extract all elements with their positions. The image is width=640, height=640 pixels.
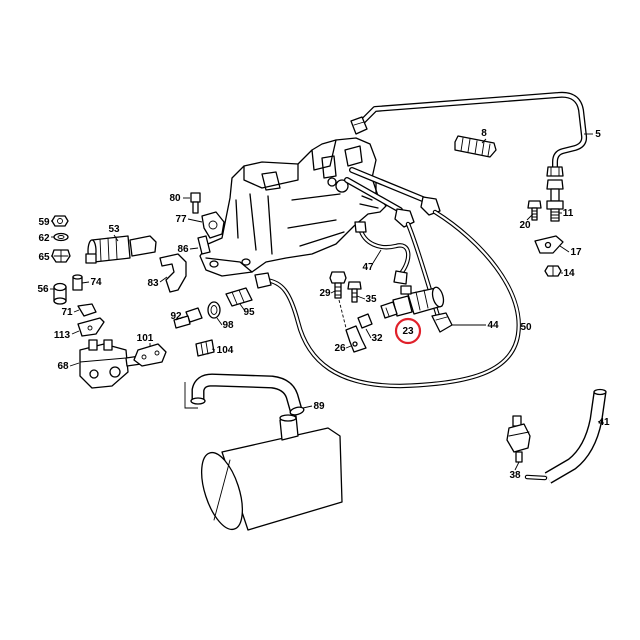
part-17-bracket bbox=[534, 235, 564, 254]
part-95-fitting bbox=[225, 287, 253, 307]
part-65-grommet bbox=[51, 249, 71, 263]
callout-83[interactable]: 83 bbox=[147, 278, 159, 289]
callout-68[interactable]: 68 bbox=[57, 361, 69, 372]
part-101-gasket bbox=[133, 343, 167, 367]
callout-59[interactable]: 59 bbox=[38, 217, 50, 228]
callout-80[interactable]: 80 bbox=[169, 193, 181, 204]
callout-8[interactable]: 8 bbox=[481, 128, 487, 139]
callout-26[interactable]: 26 bbox=[334, 343, 346, 354]
callout-20[interactable]: 20 bbox=[519, 220, 531, 231]
callout-56[interactable]: 56 bbox=[37, 284, 49, 295]
part-98-ring bbox=[207, 301, 221, 319]
callout-labels: 8 5 80 77 59 53 62 86 65 83 56 74 71 113… bbox=[37, 128, 610, 481]
part-113-bracket bbox=[77, 317, 105, 337]
part-86-tube bbox=[197, 235, 211, 255]
part-59-nut bbox=[51, 215, 69, 227]
callout-44[interactable]: 44 bbox=[487, 320, 499, 331]
part-47-hose bbox=[354, 221, 411, 285]
manifold-housing bbox=[199, 137, 387, 277]
part-41-hose bbox=[544, 388, 607, 484]
callout-113[interactable]: 113 bbox=[54, 330, 71, 341]
callout-104[interactable]: 104 bbox=[217, 345, 234, 356]
callout-41[interactable]: 41 bbox=[598, 417, 610, 428]
part-92-fitting bbox=[173, 307, 203, 329]
assembly-guide-line bbox=[338, 299, 347, 329]
part-26-bracket bbox=[345, 325, 367, 353]
part-74-sleeve bbox=[72, 274, 83, 291]
part-71-clip bbox=[77, 303, 97, 317]
callout-29[interactable]: 29 bbox=[319, 288, 331, 299]
part-20-bolt bbox=[527, 200, 542, 221]
callout-71[interactable]: 71 bbox=[61, 307, 73, 318]
air-cleaner-housing bbox=[200, 414, 343, 531]
callout-50[interactable]: 50 bbox=[520, 322, 532, 333]
callout-53[interactable]: 53 bbox=[108, 224, 120, 235]
callout-38[interactable]: 38 bbox=[509, 470, 521, 481]
callout-17[interactable]: 17 bbox=[570, 247, 582, 258]
part-77-fitting bbox=[201, 211, 225, 239]
assembly-guide-line bbox=[184, 382, 198, 409]
selected-callout-highlight-ring bbox=[394, 317, 422, 345]
callout-35[interactable]: 35 bbox=[365, 294, 377, 305]
part-62-washer bbox=[53, 232, 69, 242]
callout-74[interactable]: 74 bbox=[90, 277, 102, 288]
callout-95[interactable]: 95 bbox=[243, 307, 255, 318]
callout-77[interactable]: 77 bbox=[175, 214, 187, 225]
part-104-fitting bbox=[195, 339, 215, 357]
part-89-hose bbox=[190, 373, 305, 416]
callout-23[interactable]: 23 bbox=[402, 326, 414, 337]
leader-lines bbox=[50, 133, 603, 471]
part-68-valve-block bbox=[79, 339, 142, 389]
part-38-valve bbox=[506, 415, 548, 481]
callout-92[interactable]: 92 bbox=[170, 311, 182, 322]
callout-65[interactable]: 65 bbox=[38, 252, 50, 263]
part-8-connector bbox=[454, 135, 497, 158]
callout-89[interactable]: 89 bbox=[313, 401, 325, 412]
callout-86[interactable]: 86 bbox=[177, 244, 189, 255]
part-35-bolt bbox=[347, 281, 362, 303]
part-14-nut bbox=[544, 265, 562, 277]
part-23-regulator bbox=[380, 285, 445, 319]
callout-11[interactable]: 11 bbox=[563, 208, 574, 219]
part-29-bolt bbox=[329, 271, 347, 299]
part-32-clip bbox=[357, 313, 373, 329]
callout-47[interactable]: 47 bbox=[362, 262, 374, 273]
part-83-elbow bbox=[159, 253, 187, 293]
part-80-bolt bbox=[190, 192, 201, 214]
callout-101[interactable]: 101 bbox=[137, 333, 154, 344]
callout-98[interactable]: 98 bbox=[222, 320, 234, 331]
callout-32[interactable]: 32 bbox=[371, 333, 383, 344]
callout-14[interactable]: 14 bbox=[563, 268, 575, 279]
part-53-valve bbox=[85, 235, 157, 264]
callout-62[interactable]: 62 bbox=[38, 233, 50, 244]
part-56-connector bbox=[53, 282, 67, 305]
part-11-fitting bbox=[546, 179, 564, 222]
part-5-line bbox=[350, 91, 588, 177]
callout-5[interactable]: 5 bbox=[595, 129, 601, 140]
part-50-line bbox=[254, 167, 521, 389]
